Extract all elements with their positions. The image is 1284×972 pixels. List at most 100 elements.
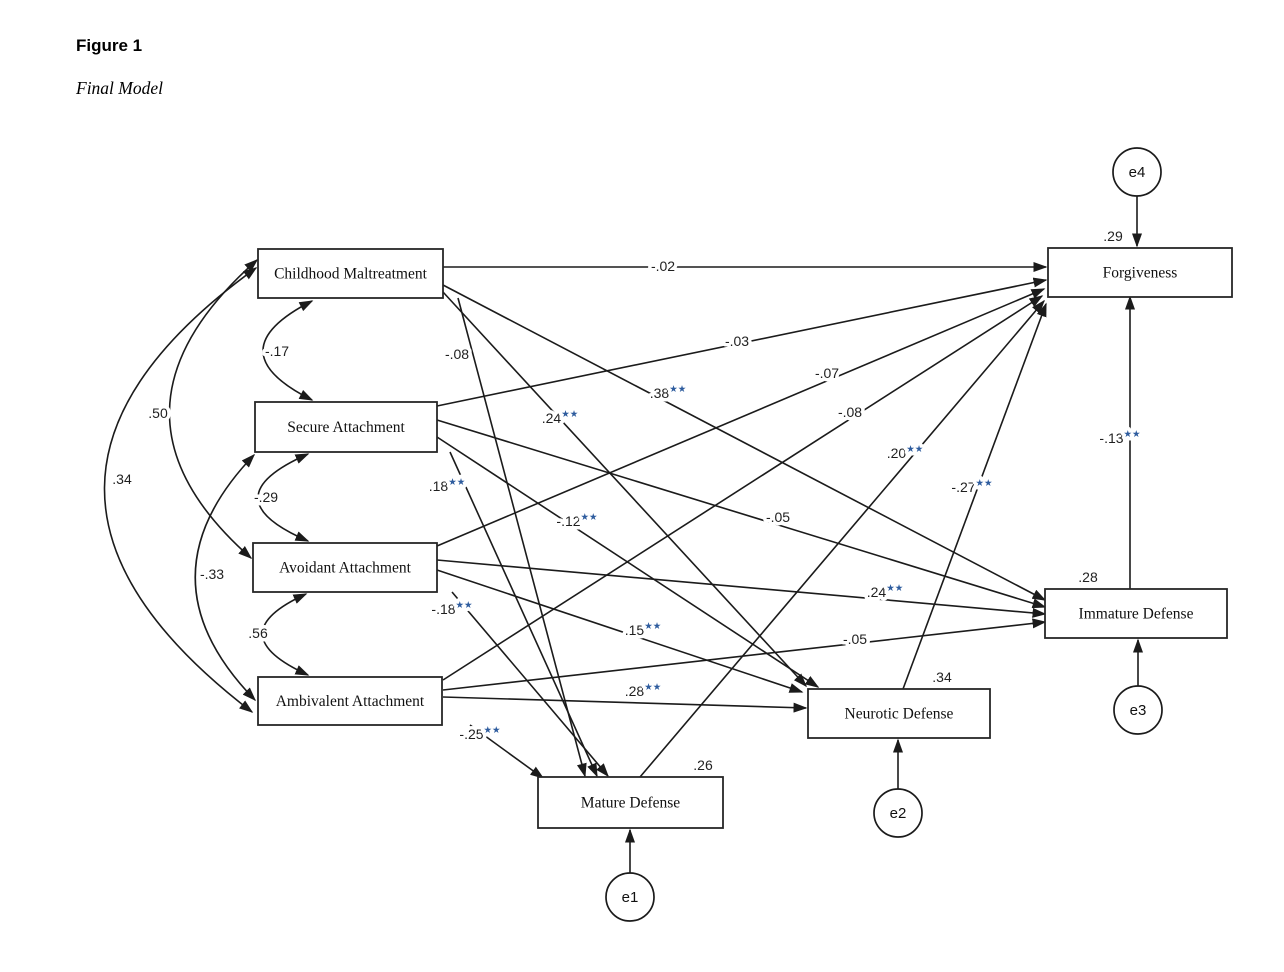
error-circle-e3 bbox=[1113, 685, 1163, 735]
r-squared-forgiveness: .29 bbox=[1103, 228, 1123, 244]
node-label-secure-attachment: Secure Attachment bbox=[287, 419, 405, 436]
path-neurotic-defense-to-forgiveness bbox=[902, 302, 1047, 690]
path-ambivalent-attachment-to-neurotic-defense bbox=[442, 696, 808, 713]
path-ambivalent-attachment-to-mature-defense bbox=[469, 724, 545, 779]
correlation-childhood-maltreatment-secure-attachment: -.17 bbox=[265, 343, 289, 359]
coefficient-ambivalent-attachment-to-mature-defense: -.25★★ bbox=[459, 725, 500, 742]
coefficient-secure-attachment-to-immature-defense: -.05 bbox=[766, 509, 790, 525]
r-squared-immature-defense: .28 bbox=[1078, 569, 1098, 585]
correlation-childhood-maltreatment-avoidant-attachment: .50 bbox=[148, 405, 168, 421]
significance-stars: ★★ bbox=[448, 477, 465, 488]
node-avoidant-attachment: Avoidant Attachment bbox=[252, 542, 438, 593]
node-forgiveness: Forgiveness .29 bbox=[1047, 225, 1233, 298]
significance-stars: ★★ bbox=[976, 478, 993, 489]
significance-stars: ★★ bbox=[484, 725, 501, 736]
figure-label: Figure 1 bbox=[76, 36, 143, 55]
coefficient-childhood-maltreatment-to-neurotic-defense: .24★★ bbox=[542, 409, 579, 426]
significance-stars: ★★ bbox=[644, 621, 661, 632]
coefficient-avoidant-attachment-to-neurotic-defense: .15★★ bbox=[625, 621, 662, 638]
node-box-forgiveness bbox=[1047, 247, 1233, 298]
path-childhood-maltreatment-to-immature-defense bbox=[442, 284, 1047, 601]
significance-stars: ★★ bbox=[456, 600, 473, 611]
node-childhood-maltreatment: Childhood Maltreatment bbox=[257, 248, 444, 299]
significance-stars: ★★ bbox=[644, 682, 661, 693]
node-ambivalent-attachment: Ambivalent Attachment bbox=[257, 676, 443, 726]
correlation-secure-attachment-ambivalent-attachment: -.33 bbox=[200, 566, 224, 582]
error-circle-e4 bbox=[1112, 147, 1162, 197]
node-label-neurotic-defense: Neurotic Defense bbox=[845, 706, 954, 723]
node-label-childhood-maltreatment: Childhood Maltreatment bbox=[274, 266, 428, 283]
covariance-childhood-maltreatment-secure-attachment bbox=[262, 300, 314, 401]
significance-stars: ★★ bbox=[561, 409, 578, 420]
correlation-childhood-maltreatment-ambivalent-attachment: .34 bbox=[112, 471, 132, 487]
node-label-mature-defense: Mature Defense bbox=[581, 795, 681, 812]
path-avoidant-attachment-to-mature-defense bbox=[451, 591, 609, 778]
coefficient-ambivalent-attachment-to-neurotic-defense: .28★★ bbox=[625, 682, 662, 699]
error-label-e3: e3 bbox=[1130, 702, 1147, 719]
node-immature-defense: Immature Defense .28 bbox=[1044, 566, 1228, 639]
node-box-secure-attachment bbox=[254, 401, 438, 453]
coefficient-secure-attachment-to-forgiveness: -.03 bbox=[725, 333, 749, 349]
error-label-e4: e4 bbox=[1129, 164, 1146, 181]
path-ambivalent-attachment-to-immature-defense bbox=[442, 618, 1047, 691]
node-label-avoidant-attachment: Avoidant Attachment bbox=[279, 560, 412, 577]
node-box-immature-defense bbox=[1044, 588, 1228, 639]
covariance-childhood-maltreatment-ambivalent-attachment bbox=[103, 267, 258, 713]
significance-stars: ★★ bbox=[581, 512, 598, 523]
significance-stars: ★★ bbox=[886, 583, 903, 594]
coefficient-secure-attachment-to-mature-defense: .18★★ bbox=[429, 477, 466, 494]
error-term-e4: e4 bbox=[1112, 147, 1162, 248]
path-avoidant-attachment-to-forgiveness bbox=[436, 288, 1046, 547]
path-secure-attachment-to-immature-defense bbox=[436, 419, 1047, 609]
coefficient-neurotic-defense-to-forgiveness: -.27★★ bbox=[951, 478, 992, 495]
coefficient-avoidant-attachment-to-mature-defense: -.18★★ bbox=[431, 600, 472, 617]
error-circle-e2 bbox=[873, 788, 923, 838]
path-secure-attachment-to-mature-defense bbox=[449, 451, 598, 778]
path-secure-attachment-to-forgiveness bbox=[436, 277, 1048, 407]
coefficient-secure-attachment-to-neurotic-defense: -.12★★ bbox=[556, 512, 597, 529]
node-neurotic-defense: Neurotic Defense .34 bbox=[807, 666, 991, 739]
coefficient-immature-defense-to-forgiveness: -.13★★ bbox=[1099, 429, 1140, 446]
node-box-ambivalent-attachment bbox=[257, 676, 443, 726]
r-squared-mature-defense: .26 bbox=[693, 757, 713, 773]
significance-stars: ★★ bbox=[669, 384, 686, 395]
error-term-e1: e1 bbox=[605, 828, 655, 922]
coefficient-ambivalent-attachment-to-forgiveness: -.08 bbox=[838, 404, 862, 420]
figure-title: Final Model bbox=[76, 78, 163, 98]
coefficient-avoidant-attachment-to-forgiveness: -.07 bbox=[815, 365, 839, 381]
node-label-forgiveness: Forgiveness bbox=[1103, 265, 1178, 282]
error-label-e1: e1 bbox=[622, 889, 639, 906]
node-label-ambivalent-attachment: Ambivalent Attachment bbox=[276, 693, 425, 710]
error-term-e3: e3 bbox=[1113, 638, 1163, 735]
significance-stars: ★★ bbox=[1124, 429, 1141, 440]
covariance-childhood-maltreatment-avoidant-attachment bbox=[168, 259, 259, 559]
coefficient-childhood-maltreatment-to-immature-defense: .38★★ bbox=[650, 384, 687, 401]
node-box-neurotic-defense bbox=[807, 688, 991, 739]
path-avoidant-attachment-to-immature-defense bbox=[436, 559, 1047, 618]
node-box-avoidant-attachment bbox=[252, 542, 438, 593]
node-box-childhood-maltreatment bbox=[257, 248, 444, 299]
coefficient-childhood-maltreatment-to-forgiveness: -.02 bbox=[651, 258, 675, 274]
path-childhood-maltreatment-to-neurotic-defense bbox=[442, 291, 808, 688]
coefficient-ambivalent-attachment-to-immature-defense: -.05 bbox=[843, 631, 867, 647]
path-childhood-maltreatment-to-mature-defense bbox=[457, 297, 587, 778]
path-secure-attachment-to-neurotic-defense bbox=[436, 436, 820, 688]
coefficient-mature-defense-to-forgiveness: .20★★ bbox=[887, 444, 924, 461]
path-mature-defense-to-forgiveness bbox=[639, 299, 1045, 778]
error-label-e2: e2 bbox=[890, 805, 907, 822]
covariance-secure-attachment-ambivalent-attachment bbox=[194, 453, 257, 702]
node-secure-attachment: Secure Attachment bbox=[254, 401, 438, 453]
node-label-immature-defense: Immature Defense bbox=[1079, 606, 1194, 623]
error-term-e2: e2 bbox=[873, 738, 923, 838]
covariance-avoidant-attachment-ambivalent-attachment bbox=[261, 593, 310, 676]
coefficient-avoidant-attachment-to-immature-defense: .24★★ bbox=[867, 583, 904, 600]
path-avoidant-attachment-to-neurotic-defense bbox=[436, 569, 804, 693]
correlation-avoidant-attachment-ambivalent-attachment: .56 bbox=[248, 625, 268, 641]
error-circle-e1 bbox=[605, 872, 655, 922]
node-box-mature-defense bbox=[537, 776, 724, 829]
r-squared-neurotic-defense: .34 bbox=[932, 669, 952, 685]
coefficient-childhood-maltreatment-to-mature-defense: -.08 bbox=[445, 346, 469, 362]
correlation-secure-attachment-avoidant-attachment: -.29 bbox=[254, 489, 278, 505]
